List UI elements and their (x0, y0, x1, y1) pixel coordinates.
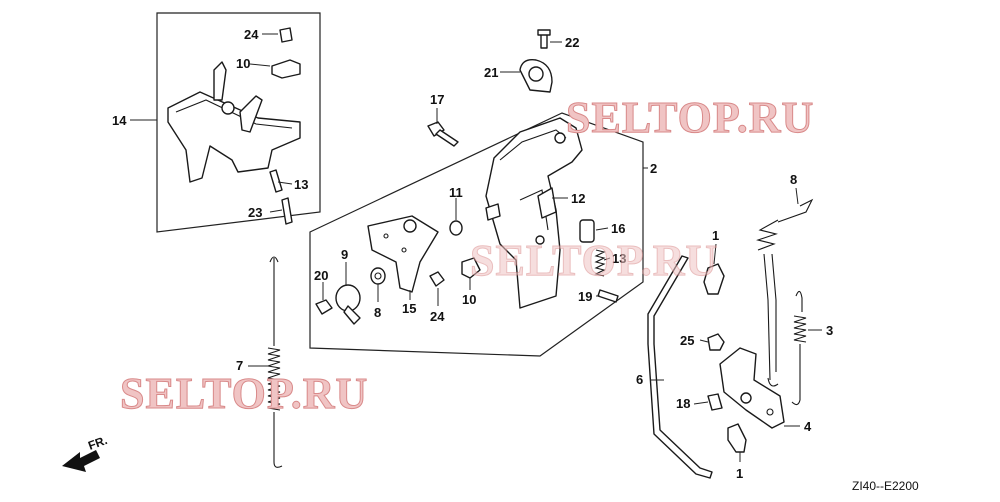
watermark-text: SELTOP.RU (120, 369, 368, 418)
watermark-text: SELTOP.RU (566, 93, 814, 142)
front-direction-label: FR. (86, 433, 109, 453)
part-label: 12 (571, 191, 585, 206)
leader-lines (130, 33, 822, 462)
bracket-group-outline (156, 12, 321, 233)
lever-4-drawing (707, 333, 785, 429)
part-label: 11 (449, 185, 463, 200)
part-label: 8 (374, 305, 381, 320)
part-label: 3 (826, 323, 833, 338)
part-label: 21 (484, 65, 498, 80)
rod-5-drawing (647, 255, 713, 479)
diagram-code: ZI40--E2200 (852, 479, 919, 493)
part-label: 22 (565, 35, 579, 50)
bracket-14-drawing (167, 27, 301, 225)
spring-6-drawing (267, 256, 283, 468)
spring-3-drawing (791, 290, 807, 406)
plate-15-drawing (367, 215, 439, 293)
part-label: 16 (611, 221, 625, 236)
part-label: 17 (430, 92, 444, 107)
part-label: 23 (248, 205, 262, 220)
part-label: 2 (650, 161, 657, 176)
part-label: 8 (790, 172, 797, 187)
part-label: 24 (430, 309, 445, 324)
plate-2-drawing (485, 117, 583, 309)
part-labels: 24 10 14 13 23 22 21 17 2 12 11 16 13 19… (112, 27, 833, 481)
control-group-outline (309, 112, 644, 357)
clamp-21-drawing (519, 29, 553, 93)
part-label: 19 (578, 289, 592, 304)
part-label: 24 (244, 27, 259, 42)
part-label: 15 (402, 301, 416, 316)
part-label: 25 (680, 333, 694, 348)
watermark-text: SELTOP.RU (470, 236, 718, 285)
bolt-17-drawing (427, 121, 459, 147)
spring-bolt-drawings (579, 219, 619, 303)
part-label: 18 (676, 396, 690, 411)
part-label: 10 (236, 56, 250, 71)
part-label: 10 (462, 292, 476, 307)
part-label: 1 (736, 466, 743, 481)
part-label: 4 (804, 419, 812, 434)
part-label: 1 (712, 228, 719, 243)
part-label: 13 (294, 177, 308, 192)
front-direction-arrow: FR. (62, 433, 109, 472)
part-label: 13 (612, 251, 626, 266)
cable-7-drawing (756, 198, 814, 387)
part-label: 6 (636, 372, 643, 387)
part-label: 7 (236, 358, 243, 373)
clip-1-drawing (703, 263, 747, 453)
part-label: 20 (314, 268, 328, 283)
part-label: 9 (341, 247, 348, 262)
hardware-drawings (315, 220, 481, 325)
part-label: 14 (112, 113, 127, 128)
